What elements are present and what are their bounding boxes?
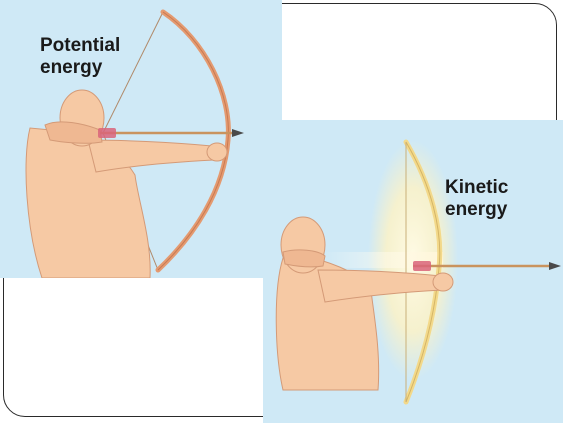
potential-label-line-2: energy (40, 57, 120, 79)
potential-label-line-1: Potential (40, 35, 120, 57)
kinetic-label-line-2: energy (445, 199, 508, 221)
potential-energy-label: Potential energy (40, 35, 120, 79)
arrow-tip (232, 129, 244, 137)
arrow-tip (549, 262, 561, 270)
archer-extended-arm (88, 140, 214, 172)
archer-bow-hand (207, 143, 227, 161)
potential-energy-panel: Potential energy (0, 0, 282, 278)
archer-release-hand (283, 250, 325, 267)
archer-releasing-arrow-icon (263, 120, 563, 423)
arrow-fletching (98, 128, 116, 138)
bow (158, 12, 228, 270)
archer-bow-hand (433, 273, 453, 291)
kinetic-label-line-1: Kinetic (445, 177, 508, 199)
arrow-fletching (413, 261, 431, 271)
kinetic-energy-panel: Kinetic energy (263, 120, 563, 423)
kinetic-energy-label: Kinetic energy (445, 177, 508, 221)
